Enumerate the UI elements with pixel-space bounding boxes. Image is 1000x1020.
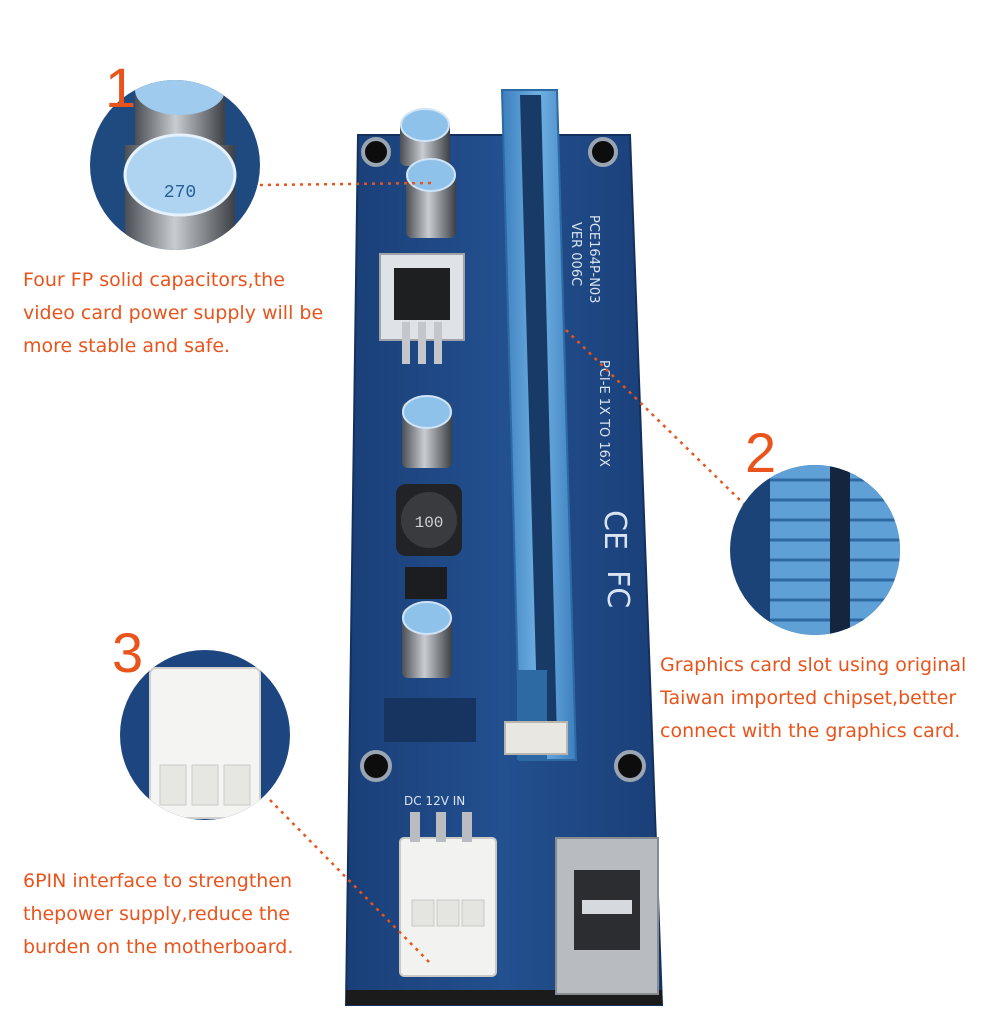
caption-line: thepower supply,reduce the xyxy=(23,903,291,925)
callout-caption-3: 6PIN interface to strengthen thepower su… xyxy=(23,865,293,964)
caption-line: more stable and safe. xyxy=(23,335,231,357)
caption-line: 6PIN interface to strengthen xyxy=(23,870,293,892)
chip xyxy=(405,567,447,599)
caption-line: Taiwan imported chipset,better xyxy=(660,687,957,709)
caption-line: video card power supply will be xyxy=(23,302,324,324)
ce-mark: CE xyxy=(597,510,632,550)
mounting-holes xyxy=(360,137,646,782)
callout-number-1: 1 xyxy=(105,56,137,119)
slot-latch xyxy=(504,721,568,755)
caption-line: burden on the motherboard. xyxy=(23,936,294,958)
caption-line: Four FP solid capacitors,the xyxy=(23,269,285,291)
caption-line: Graphics card slot using original xyxy=(660,654,967,676)
voltage-regulator xyxy=(379,253,465,364)
smd-components xyxy=(384,698,476,742)
callout-lines xyxy=(259,181,746,966)
board-version-label: VER 006C xyxy=(568,222,583,286)
6pin-connector xyxy=(399,812,497,977)
callout-caption-2: Graphics card slot using original Taiwan… xyxy=(660,649,966,748)
callout-number-2: 2 xyxy=(745,421,777,484)
usb-port xyxy=(555,837,659,995)
capacitor-closeup: 270 xyxy=(90,80,260,250)
inductor: 100 xyxy=(396,484,462,556)
caption-line: connect with the graphics card. xyxy=(660,720,961,742)
inductor-label: 100 xyxy=(415,514,444,532)
pcie-slot-closeup xyxy=(730,465,900,635)
board-bus-label: PCI-E 1X TO 16X xyxy=(596,360,611,467)
svg-text:270: 270 xyxy=(164,183,196,203)
capacitors xyxy=(400,108,456,678)
callout-caption-1: Four FP solid capacitors,the video card … xyxy=(23,264,323,363)
6pin-connector-closeup xyxy=(120,650,290,820)
board-model-label: PCE164P-N03 xyxy=(586,215,601,303)
power-input-label: DC 12V IN xyxy=(404,794,465,808)
callout-number-3: 3 xyxy=(112,621,144,684)
fc-mark: FC xyxy=(600,570,635,608)
